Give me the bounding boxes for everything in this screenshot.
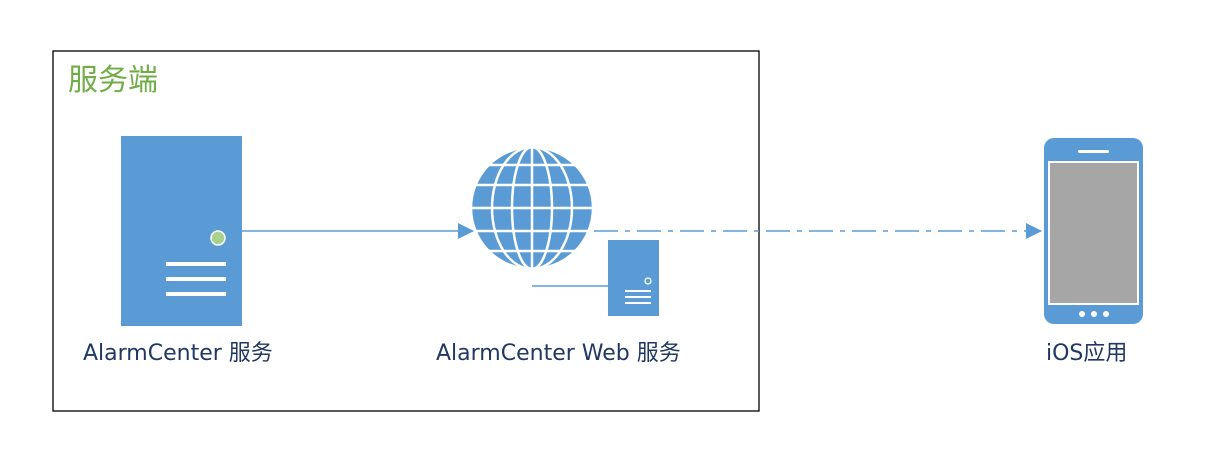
ios-app-label: iOS应用 — [1046, 341, 1128, 366]
smartphone-icon — [1044, 138, 1143, 324]
alarm-center-label: AlarmCenter 服务 — [83, 341, 273, 366]
web-server-icon — [608, 240, 659, 316]
server-tower-icon — [121, 136, 242, 326]
globe-icon — [469, 145, 595, 271]
web-service-label: AlarmCenter Web 服务 — [436, 341, 681, 366]
server-side-group-title: 服务端 — [68, 63, 158, 98]
